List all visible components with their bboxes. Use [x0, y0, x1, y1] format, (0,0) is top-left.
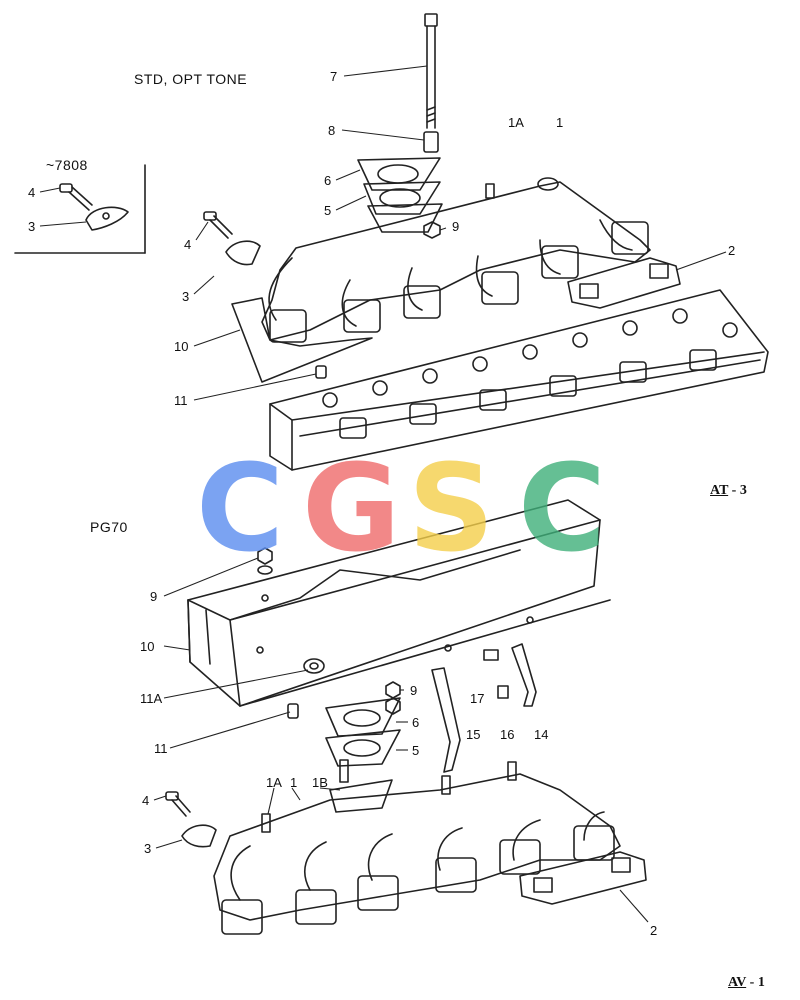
grommet [303, 658, 325, 674]
callout: 5 [412, 743, 420, 758]
section-code: PG70 [90, 519, 128, 535]
watermark-letter: S [408, 440, 495, 579]
callout: 10 [140, 639, 155, 654]
manifold-flange [367, 203, 443, 233]
watermark-letter: G [302, 440, 401, 579]
callout: 5 [324, 203, 332, 218]
exhaust-manifold [261, 177, 651, 343]
stud [315, 365, 327, 379]
callout: 10 [174, 339, 189, 354]
page-ref-prefix: AV [728, 975, 747, 990]
watermark-letter: C [518, 440, 607, 579]
exhaust-manifold-lower [213, 759, 621, 935]
callout: 1 [290, 775, 298, 790]
page-ref-prefix: AT [710, 483, 729, 498]
callout: 3 [144, 841, 152, 856]
callout: 11 [154, 741, 168, 756]
clamp [225, 240, 261, 266]
stud [287, 703, 299, 719]
callout: 1 [556, 115, 564, 130]
heat-shield-lower [187, 499, 611, 707]
callout: 2 [728, 243, 736, 258]
callout: 8 [328, 123, 336, 138]
triangle-gasket [325, 729, 401, 767]
port-gasket [519, 851, 647, 905]
nut [385, 681, 401, 715]
nut [257, 547, 273, 575]
port-gasket [567, 257, 681, 309]
inset-clamp [85, 206, 129, 231]
long-stud [424, 13, 438, 129]
callout: 4 [28, 185, 36, 200]
variant-label: STD, OPT TONE [134, 71, 248, 87]
callout: 9 [150, 589, 158, 604]
page-ref-lower: AV - 1 [728, 976, 765, 990]
callout: 7 [330, 69, 338, 84]
callout: 4 [142, 793, 150, 808]
bracket [431, 667, 461, 773]
callout: 17 [470, 691, 485, 706]
callout: 1B [312, 775, 328, 790]
triangle-gasket [357, 157, 441, 191]
callout: 16 [500, 727, 515, 742]
triangle-gasket [363, 181, 441, 215]
bolt [165, 791, 191, 817]
page-ref-suffix: - 3 [731, 483, 747, 498]
leader-lines [39, 65, 727, 923]
callout: 3 [182, 289, 190, 304]
callout: 6 [412, 715, 420, 730]
callout: 3 [28, 219, 36, 234]
heat-shield [231, 297, 373, 383]
inset-bolt [59, 183, 93, 211]
callout: 9 [410, 683, 418, 698]
inset-frame [14, 164, 146, 254]
serial-range-label: ~7808 [46, 157, 88, 173]
watermark-letter: C [196, 440, 285, 579]
callout: 11 [174, 393, 188, 408]
page-ref-suffix: - 1 [749, 975, 765, 990]
bolt [203, 211, 233, 239]
nut [423, 221, 441, 239]
callout: 11A [140, 691, 163, 706]
callout: 4 [184, 237, 192, 252]
page-ref-upper: AT - 3 [710, 484, 747, 498]
callout: 1A [508, 115, 524, 130]
clamp [181, 824, 217, 848]
callout: 14 [534, 727, 549, 742]
bracket [511, 643, 537, 707]
callout: 6 [324, 173, 332, 188]
triangle-gasket [325, 697, 401, 737]
callout: 9 [452, 219, 460, 234]
callout: 2 [650, 923, 658, 938]
sleeve [423, 131, 439, 153]
cylinder-head [269, 289, 769, 471]
fitting [483, 649, 509, 699]
callout: 15 [466, 727, 481, 742]
callout: 1A [266, 775, 282, 790]
